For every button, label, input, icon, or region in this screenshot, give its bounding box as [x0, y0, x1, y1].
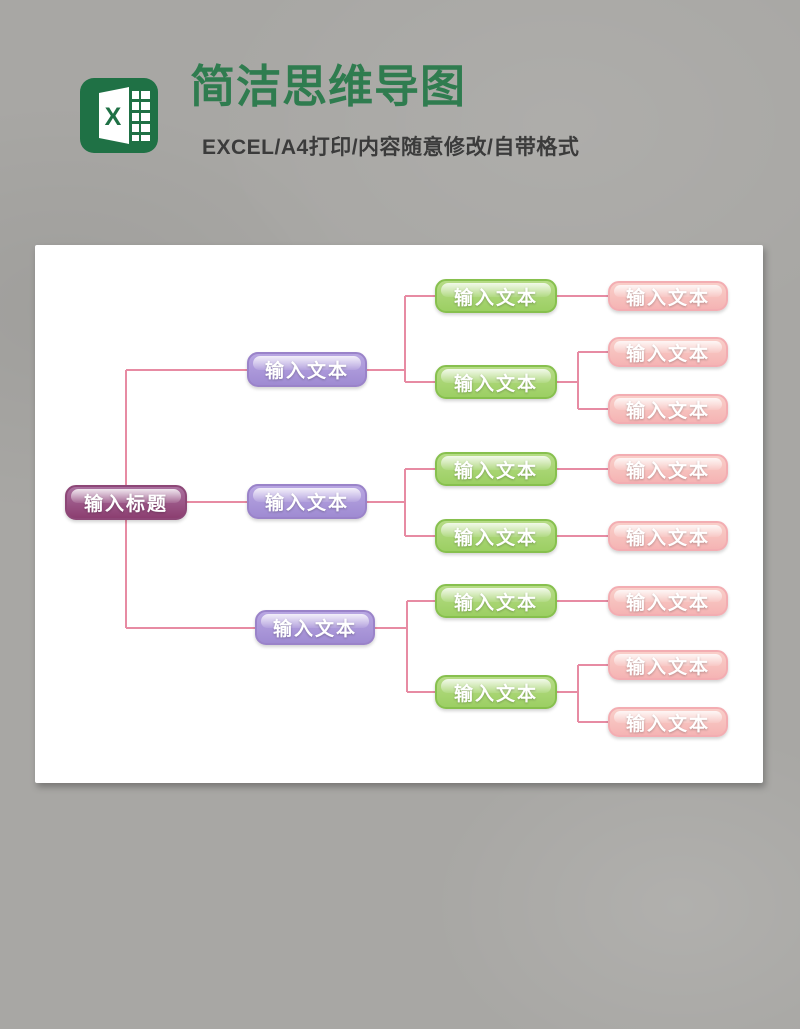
node-gloss-highlight: [614, 711, 722, 723]
mindmap-node-sub2[interactable]: 输入文本: [435, 365, 557, 399]
mindmap-node-label: 输入标题: [83, 494, 168, 515]
mindmap-node-label: 输入文本: [453, 373, 538, 395]
mindmap-node-branch3[interactable]: 输入文本: [255, 610, 375, 645]
node-gloss-highlight: [441, 456, 551, 470]
node-gloss-highlight: [441, 679, 551, 693]
mindmap-node-sub1[interactable]: 输入文本: [435, 279, 557, 313]
mindmap-node-label: 输入文本: [625, 527, 710, 549]
mindmap-node-label: 输入文本: [625, 400, 710, 422]
mindmap-canvas: 输入标题输入文本输入文本输入文本输入文本输入文本输入文本输入文本输入文本输入文本…: [35, 245, 763, 783]
mindmap-node-root[interactable]: 输入标题: [65, 485, 187, 520]
mindmap-node-label: 输入文本: [625, 656, 710, 678]
node-gloss-highlight: [614, 341, 722, 353]
mindmap-node-label: 输入文本: [264, 493, 349, 514]
node-gloss-highlight: [253, 356, 361, 371]
mindmap-node-leaf4[interactable]: 输入文本: [608, 454, 728, 484]
mindmap-node-label: 输入文本: [453, 460, 538, 482]
mindmap-node-branch1[interactable]: 输入文本: [247, 352, 367, 387]
node-gloss-highlight: [261, 614, 369, 629]
node-gloss-highlight: [441, 523, 551, 537]
mindmap-node-label: 输入文本: [272, 619, 357, 640]
node-gloss-highlight: [441, 369, 551, 383]
excel-icon: X: [80, 78, 158, 153]
node-gloss-highlight: [614, 590, 722, 602]
mindmap-node-sub3[interactable]: 输入文本: [435, 452, 557, 486]
mindmap-node-sub6[interactable]: 输入文本: [435, 675, 557, 709]
mindmap-node-branch2[interactable]: 输入文本: [247, 484, 367, 519]
mindmap-node-leaf5[interactable]: 输入文本: [608, 521, 728, 551]
node-gloss-highlight: [614, 285, 722, 297]
mindmap-node-label: 输入文本: [625, 592, 710, 614]
mindmap-node-label: 输入文本: [453, 527, 538, 549]
node-gloss-highlight: [614, 654, 722, 666]
mindmap-node-label: 输入文本: [453, 683, 538, 705]
mindmap-node-label: 输入文本: [625, 713, 710, 735]
mindmap-node-sub4[interactable]: 输入文本: [435, 519, 557, 553]
mindmap-node-label: 输入文本: [625, 460, 710, 482]
mindmap-node-label: 输入文本: [625, 287, 710, 309]
mindmap-node-leaf7[interactable]: 输入文本: [608, 650, 728, 680]
mindmap-node-leaf2[interactable]: 输入文本: [608, 337, 728, 367]
page-title: 简洁思维导图: [190, 61, 467, 112]
node-gloss-highlight: [71, 489, 181, 504]
excel-icon-letter: X: [105, 103, 122, 131]
node-gloss-highlight: [614, 525, 722, 537]
mindmap-node-leaf8[interactable]: 输入文本: [608, 707, 728, 737]
page-subtitle: EXCEL/A4打印/内容随意修改/自带格式: [202, 136, 580, 159]
mindmap-node-label: 输入文本: [453, 287, 538, 309]
mindmap-node-label: 输入文本: [453, 592, 538, 614]
node-gloss-highlight: [441, 588, 551, 602]
mindmap-node-leaf3[interactable]: 输入文本: [608, 394, 728, 424]
mindmap-node-leaf6[interactable]: 输入文本: [608, 586, 728, 616]
node-gloss-highlight: [441, 283, 551, 297]
mindmap-node-label: 输入文本: [625, 343, 710, 365]
node-gloss-highlight: [614, 458, 722, 470]
mindmap-node-label: 输入文本: [264, 361, 349, 382]
mindmap-node-sub5[interactable]: 输入文本: [435, 584, 557, 618]
mindmap-node-leaf1[interactable]: 输入文本: [608, 281, 728, 311]
node-gloss-highlight: [253, 488, 361, 503]
node-gloss-highlight: [614, 398, 722, 410]
